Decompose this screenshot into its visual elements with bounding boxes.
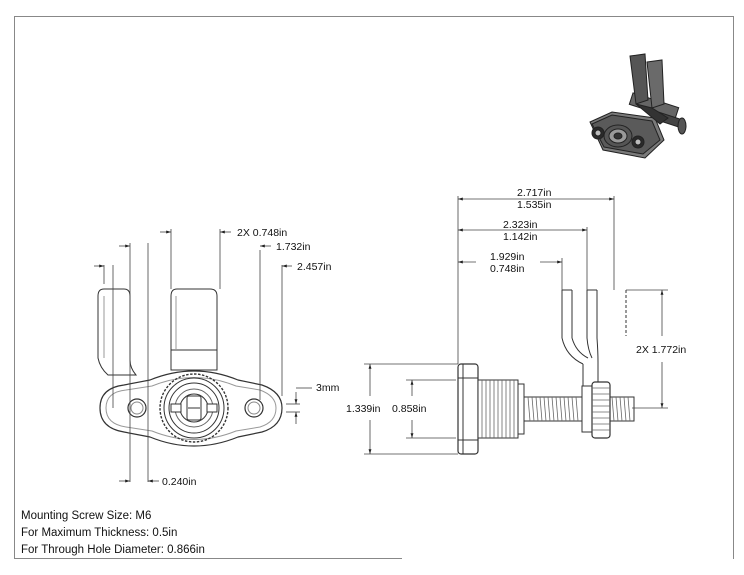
front-view [97, 288, 283, 447]
note-max-thickness: For Maximum Thickness: 0.5in [21, 527, 178, 539]
dim-hole-spacing: 2X 0.748in [237, 227, 287, 239]
drawing-frame [14, 16, 734, 559]
dim-short-min: 0.748in [490, 263, 525, 275]
dim-mid-min: 1.142in [503, 231, 538, 243]
dim-height-outer: 1.339in [346, 403, 381, 415]
side-dimension-labels: 2.717in 1.535in 2.323in 1.142in 1.929in … [346, 187, 686, 415]
dim-width-a: 1.732in [276, 241, 311, 253]
side-dimensions [364, 196, 668, 455]
dim-width-b: 2.457in [297, 261, 332, 273]
front-dimension-labels: 2X 0.748in 1.732in 2.457in 0.240in 3mm [162, 227, 340, 488]
dim-overall-max: 2.717in [517, 187, 552, 199]
isometric-view [589, 53, 687, 159]
front-dimensions [94, 229, 312, 483]
frame-bottom-line [14, 558, 402, 559]
dim-height-inner: 0.858in [392, 403, 427, 415]
specification-notes: Mounting Screw Size: M6 For Maximum Thic… [21, 508, 205, 559]
side-view [457, 289, 635, 455]
dim-slot: 3mm [316, 382, 340, 394]
note-hole-diameter: For Through Hole Diameter: 0.866in [21, 544, 205, 556]
dim-hole-offset: 0.240in [162, 476, 197, 488]
dim-short-max: 1.929in [490, 251, 525, 263]
note-screw-size: Mounting Screw Size: M6 [21, 510, 152, 522]
dim-fork-height: 2X 1.772in [636, 344, 686, 356]
dim-overall-min: 1.535in [517, 199, 552, 211]
dim-mid-max: 2.323in [503, 219, 538, 231]
